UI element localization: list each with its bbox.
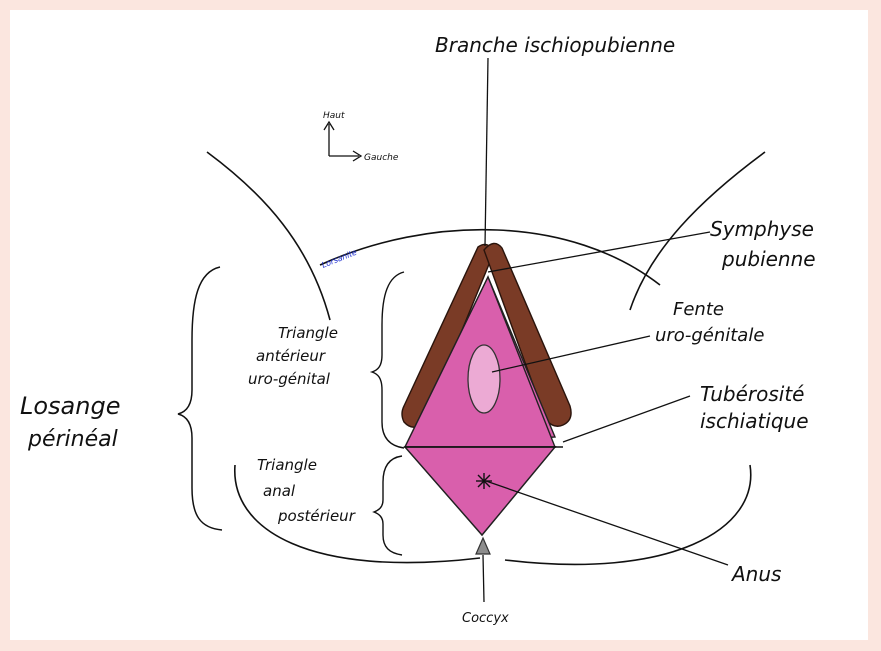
orientation-arrows xyxy=(324,122,361,161)
anal-triangle xyxy=(405,447,555,535)
label-posterior-triangle-2: anal xyxy=(263,482,296,500)
anterior-triangle-brace xyxy=(372,272,404,448)
small-blue-note: Lorsanite xyxy=(320,248,358,270)
label-losange-1: Losange xyxy=(20,392,120,420)
urogenital-hiatus xyxy=(468,345,500,413)
label-fente-1: Fente xyxy=(673,299,724,320)
label-symphyse-1: Symphyse xyxy=(710,217,814,241)
label-posterior-triangle-3: postérieur xyxy=(277,507,356,525)
label-fente-2: uro-génitale xyxy=(655,325,764,346)
label-posterior-triangle-1: Triangle xyxy=(257,456,317,474)
leader-branche xyxy=(485,58,488,246)
label-anterior-triangle-2: antérieur xyxy=(256,347,326,365)
label-tuberosite-1: Tubérosité xyxy=(700,382,804,406)
anus-mark xyxy=(476,473,492,489)
leader-symphyse xyxy=(488,232,710,272)
label-coccyx: Coccyx xyxy=(462,611,509,626)
label-branche-ischiopubienne: Branche ischiopubienne xyxy=(435,33,675,57)
leader-anus xyxy=(486,481,728,565)
left-thigh-curve xyxy=(207,152,330,320)
posterior-triangle-brace xyxy=(374,456,402,555)
label-losange-2: périnéal xyxy=(27,427,118,452)
losange-brace xyxy=(178,267,222,530)
right-buttock xyxy=(505,465,751,564)
label-gauche: Gauche xyxy=(364,153,399,163)
label-haut: Haut xyxy=(323,111,345,121)
label-anterior-triangle-3: uro-génital xyxy=(248,370,331,388)
label-symphyse-2: pubienne xyxy=(721,247,816,271)
coccyx-mark xyxy=(476,538,490,554)
label-anterior-triangle-1: Triangle xyxy=(278,324,338,342)
diagram-canvas: Lorsanite Branche ischiopubienne Haut Ga… xyxy=(10,10,868,640)
leader-tuberosite xyxy=(563,396,690,442)
label-tuberosite-2: ischiatique xyxy=(700,409,809,433)
label-anus: Anus xyxy=(730,562,781,586)
perineum-diagram: Lorsanite Branche ischiopubienne Haut Ga… xyxy=(10,10,868,640)
leader-coccyx xyxy=(483,555,484,602)
